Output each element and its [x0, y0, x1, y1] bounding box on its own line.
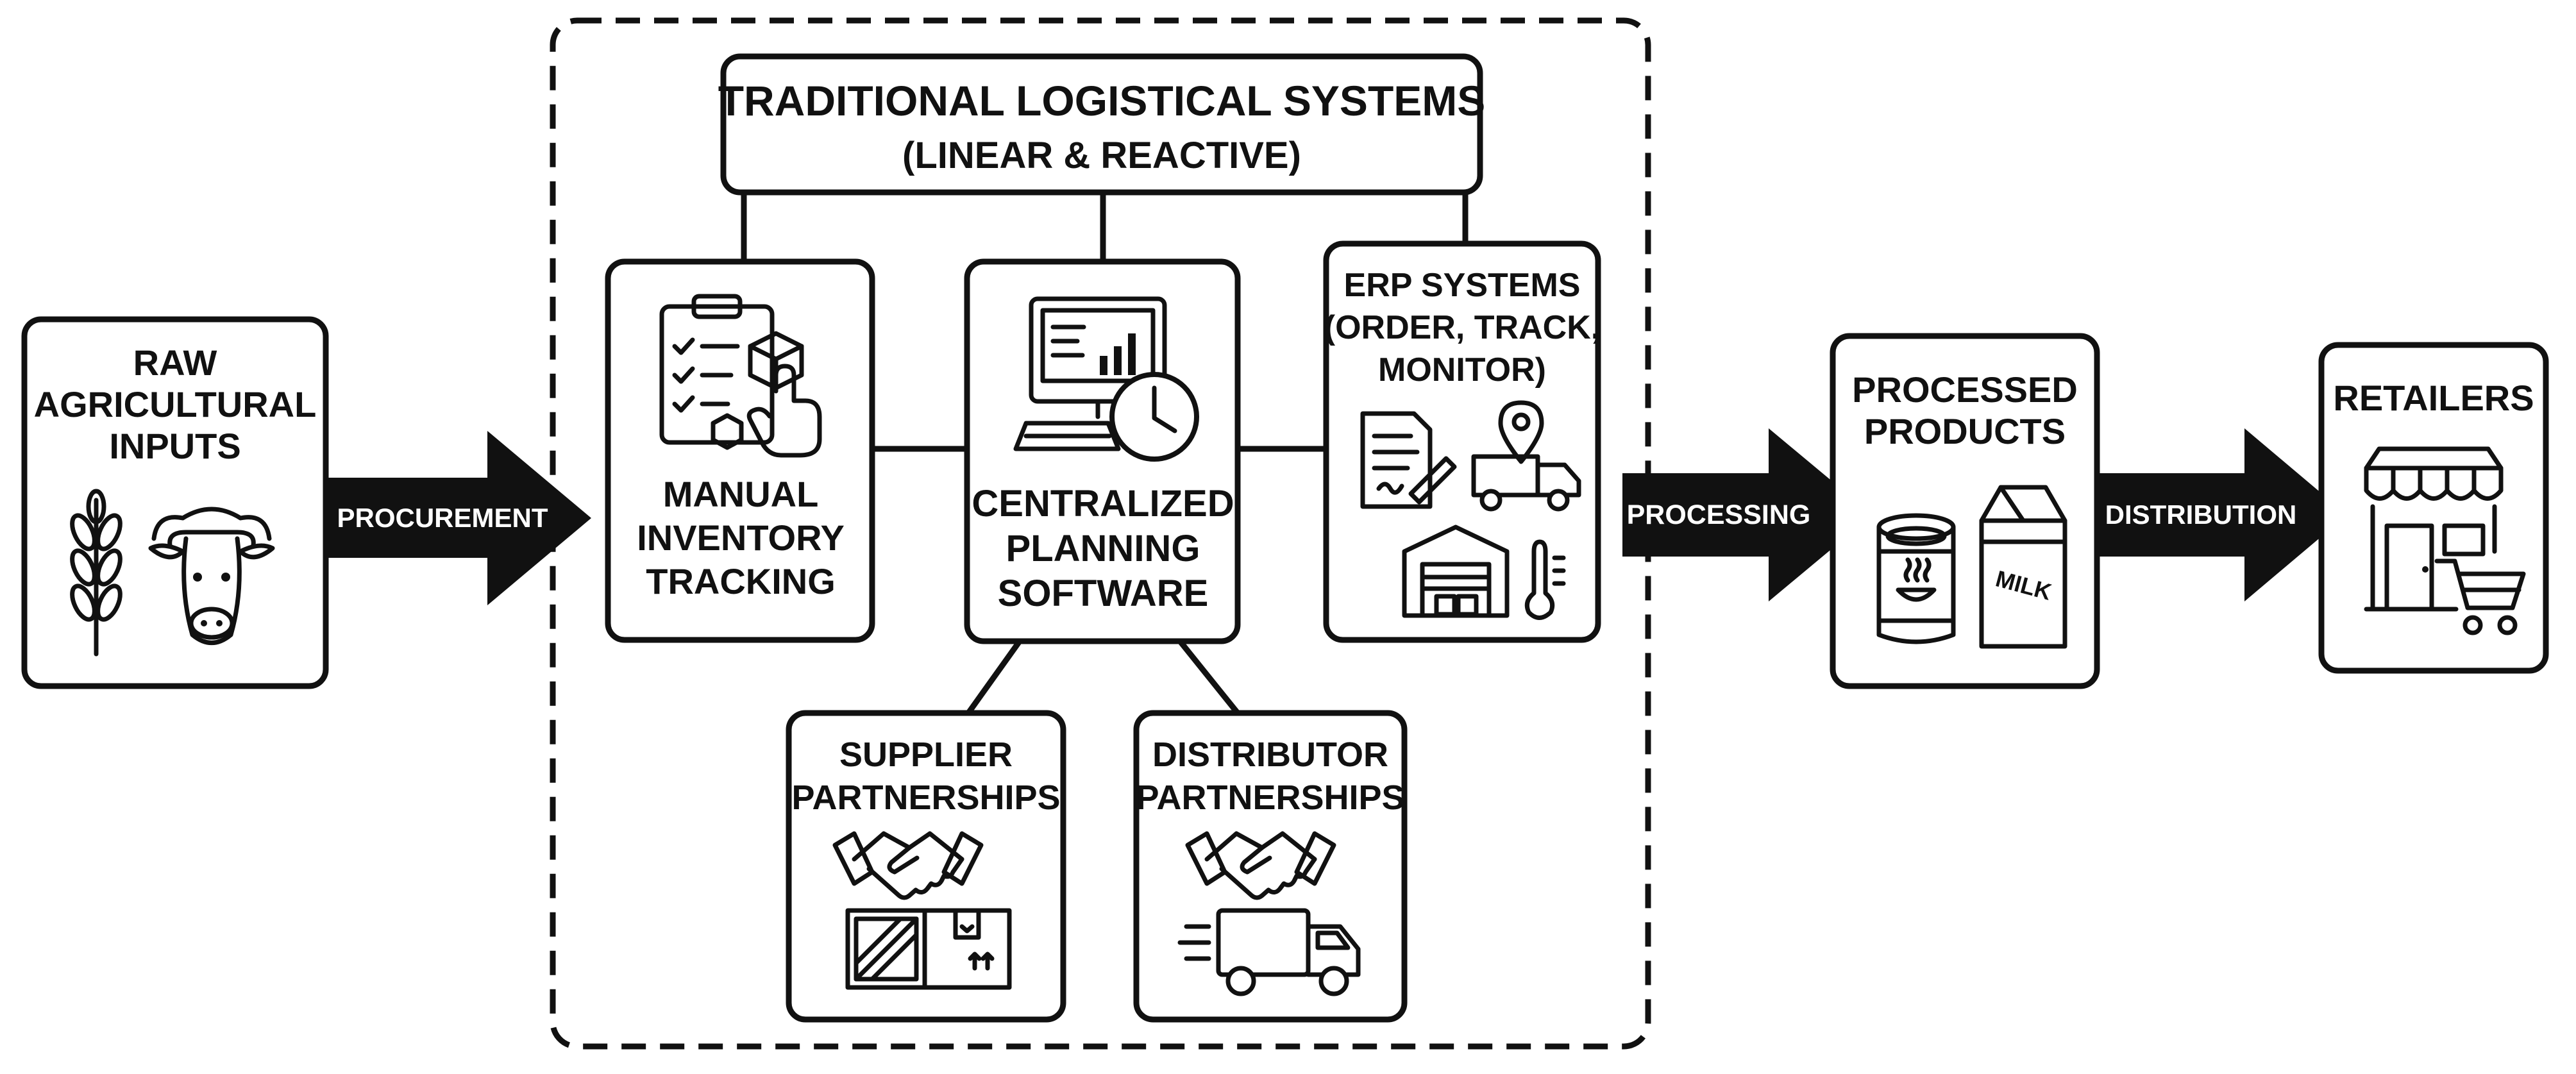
- connector-lines: [741, 192, 1469, 715]
- supplier-line2: PARTNERSHIPS: [791, 778, 1060, 817]
- cow-icon: [148, 507, 275, 645]
- centralized-planning-line1: CENTRALIZED: [972, 483, 1234, 524]
- group-title-box: TRADITIONAL LOGISTICAL SYSTEMS (LINEAR &…: [718, 53, 1486, 196]
- warehouse-icon: [1402, 524, 1510, 618]
- distribution-label: DISTRIBUTION: [2105, 499, 2297, 530]
- centralized-planning-line3: SOFTWARE: [998, 573, 1209, 614]
- node-processed-products: PROCESSED PRODUCTS MILK: [1830, 333, 2100, 689]
- handshake-icon: [832, 831, 984, 900]
- procurement-arrow: PROCUREMENT: [324, 431, 591, 605]
- thermometer-icon: [1524, 539, 1566, 620]
- manual-inventory-line3: TRACKING: [646, 561, 836, 601]
- computer-icon: [1013, 296, 1167, 451]
- node-centralized-planning-software: CENTRALIZED PLANNING SOFTWARE: [964, 258, 1241, 644]
- node-raw-agricultural-inputs: RAW AGRICULTURAL INPUTS: [21, 316, 329, 689]
- clipboard-icon: [659, 294, 822, 458]
- raw-inputs-line2: AGRICULTURAL: [34, 384, 317, 424]
- node-retailers: RETAILERS: [2318, 342, 2549, 674]
- processed-line1: PROCESSED: [1852, 369, 2078, 410]
- node-erp-systems: ERP SYSTEMS (ORDER, TRACK, MONITOR): [1323, 240, 1601, 643]
- erp-line2: (ORDER, TRACK,: [1324, 309, 1600, 346]
- group-title-line2: (LINEAR & REACTIVE): [902, 135, 1301, 176]
- erp-line1: ERP SYSTEMS: [1344, 267, 1581, 304]
- distributor-line2: PARTNERSHIPS: [1136, 778, 1404, 817]
- handshake-icon: [1185, 831, 1336, 900]
- raw-inputs-line3: INPUTS: [109, 426, 240, 466]
- cart-icon: [2434, 558, 2526, 635]
- wheat-icon: [70, 489, 122, 657]
- can-icon: [1876, 513, 1956, 644]
- retailers-label: RETAILERS: [2333, 378, 2534, 418]
- clock-icon: [1109, 372, 1199, 462]
- delivery-truck-icon: [1177, 908, 1361, 996]
- processing-label: PROCESSING: [1627, 499, 1811, 530]
- node-manual-inventory-tracking: MANUAL INVENTORY TRACKING: [605, 258, 875, 643]
- group-title-line1: TRADITIONAL LOGISTICAL SYSTEMS: [718, 77, 1486, 124]
- node-distributor-partnerships: DISTRIBUTOR PARTNERSHIPS: [1133, 710, 1408, 1023]
- supplier-line1: SUPPLIER: [839, 735, 1013, 774]
- manual-inventory-line1: MANUAL: [663, 474, 819, 514]
- manual-inventory-line2: INVENTORY: [637, 517, 845, 558]
- raw-inputs-line1: RAW: [133, 342, 217, 383]
- storefront-icon: [2364, 446, 2504, 612]
- truck-icon: [1471, 454, 1581, 512]
- document-icon: [1360, 411, 1457, 509]
- centralized-planning-line2: PLANNING: [1006, 528, 1200, 569]
- processing-arrow: PROCESSING: [1622, 428, 1873, 601]
- erp-line3: MONITOR): [1378, 351, 1546, 389]
- distribution-arrow: DISTRIBUTION: [2097, 428, 2347, 601]
- distributor-line1: DISTRIBUTOR: [1152, 735, 1388, 774]
- processed-line2: PRODUCTS: [1864, 411, 2066, 451]
- box-icon: [922, 908, 1012, 990]
- procurement-label: PROCUREMENT: [337, 503, 548, 533]
- location-pin-icon: [1498, 400, 1544, 464]
- crate-icon: [845, 908, 927, 990]
- node-supplier-partnerships: SUPPLIER PARTNERSHIPS: [786, 710, 1066, 1023]
